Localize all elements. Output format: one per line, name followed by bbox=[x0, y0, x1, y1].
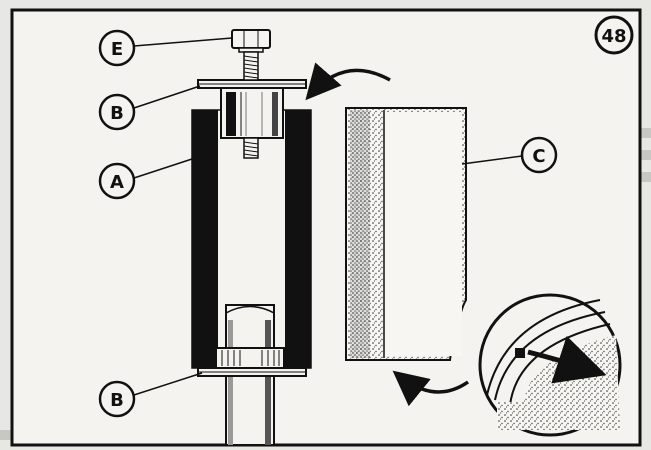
arrow-to-top bbox=[305, 62, 391, 101]
callout-c: C bbox=[520, 136, 558, 174]
arrow-from-detail bbox=[392, 370, 469, 407]
leader-b-top bbox=[133, 85, 201, 109]
bolt-e bbox=[231, 29, 271, 159]
svg-text:B: B bbox=[110, 103, 124, 124]
bush-c bbox=[345, 107, 467, 361]
detail-inset bbox=[478, 293, 622, 437]
callout-e: E bbox=[98, 29, 136, 67]
leader-c bbox=[461, 155, 523, 165]
svg-text:B: B bbox=[110, 390, 124, 411]
svg-text:48: 48 bbox=[601, 26, 626, 47]
svg-text:E: E bbox=[111, 39, 123, 60]
svg-text:A: A bbox=[110, 172, 124, 193]
washer-b-bottom bbox=[197, 367, 307, 377]
callout-a: A bbox=[98, 162, 136, 200]
callout-b-bottom: B bbox=[98, 380, 136, 418]
lower-collar bbox=[215, 347, 285, 369]
leader-b-bottom bbox=[133, 372, 203, 396]
svg-text:C: C bbox=[532, 146, 545, 167]
washer-b-top bbox=[197, 79, 307, 89]
callout-b-top: B bbox=[98, 93, 136, 131]
top-bush bbox=[220, 87, 284, 139]
figure-number-badge: 48 bbox=[594, 15, 634, 55]
leader-e bbox=[133, 37, 233, 47]
leader-a bbox=[133, 157, 196, 179]
